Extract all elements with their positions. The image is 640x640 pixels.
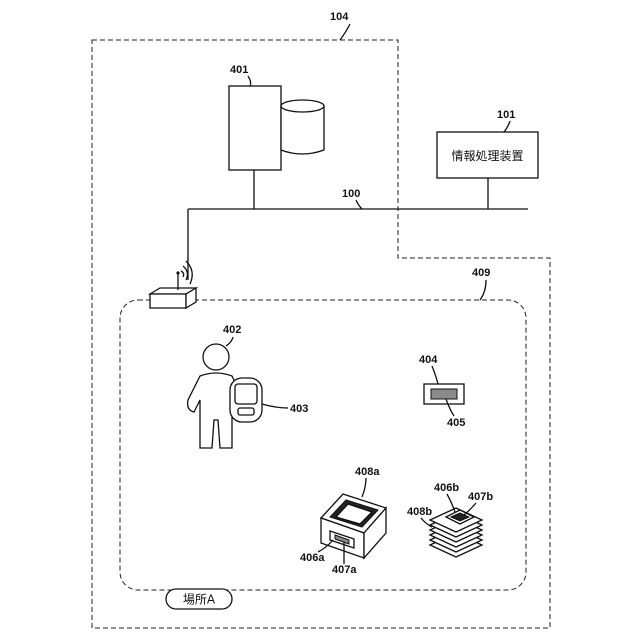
ref-406a: 406a	[300, 552, 325, 564]
server-icon	[229, 86, 281, 170]
ref-403: 403	[290, 403, 308, 415]
info-processing-device-label: 情報処理装置	[451, 149, 523, 163]
ref-101: 101	[497, 109, 515, 121]
ref-408a: 408a	[355, 466, 380, 478]
leader-100	[356, 200, 362, 209]
leader-409	[480, 280, 486, 300]
ref-405: 405	[447, 417, 465, 429]
ref-104: 104	[330, 11, 349, 23]
location-label: 場所A	[183, 593, 216, 607]
wireless-router-icon	[150, 261, 196, 308]
ref-401: 401	[230, 64, 248, 76]
leader-408a	[362, 478, 366, 497]
leader-401	[248, 76, 251, 86]
ref-407a: 407a	[332, 564, 357, 576]
leader-404	[432, 366, 438, 384]
leader-403	[262, 404, 288, 408]
leader-104	[340, 24, 350, 40]
ref-407b: 407b	[468, 491, 493, 503]
tag-icon	[424, 384, 464, 404]
ref-100: 100	[342, 188, 360, 200]
leader-406b	[447, 494, 455, 512]
ref-406b: 406b	[434, 482, 459, 494]
handheld-terminal-icon	[230, 378, 262, 422]
database-icon	[281, 100, 324, 154]
box-icon	[321, 494, 386, 558]
document-stack-icon	[430, 508, 482, 557]
ref-402: 402	[223, 324, 241, 336]
leader-101	[504, 121, 510, 132]
ref-408b: 408b	[407, 506, 432, 518]
ref-404: 404	[419, 354, 438, 366]
leader-402	[226, 337, 233, 346]
leader-407b	[464, 503, 476, 515]
ref-409: 409	[472, 267, 490, 279]
